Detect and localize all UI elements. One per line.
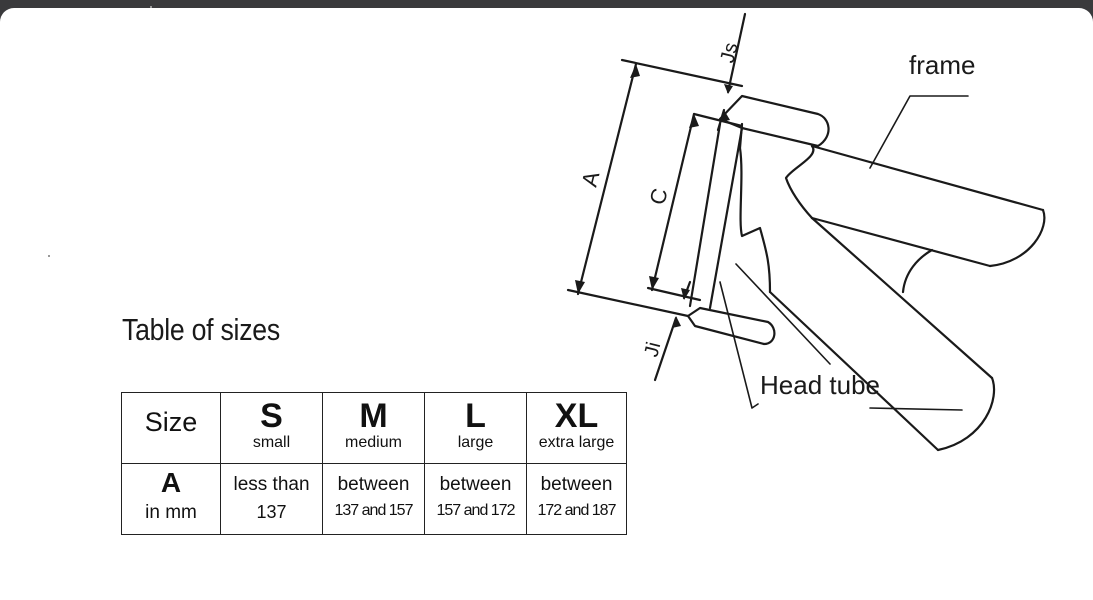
- size-column-l: L large: [424, 392, 527, 464]
- range-cell-l: between 157 and 172: [424, 463, 527, 535]
- head-tube-pointer: [735, 263, 831, 365]
- table-row: A in mm less than 137 between 137 and 15…: [121, 463, 627, 535]
- ji-arrow-line: [653, 316, 678, 382]
- head-tube-leader: [719, 281, 759, 409]
- down-tube-edge: [810, 216, 994, 380]
- range-line1: between: [439, 474, 512, 495]
- head-tube-leader: [869, 407, 963, 411]
- head-tube-top-cap: [718, 94, 830, 148]
- dimension-a-ext: [620, 58, 744, 88]
- size-name: large: [457, 434, 494, 451]
- down-tube-end: [936, 376, 996, 452]
- size-header-cell: Size: [121, 392, 221, 464]
- size-column-xl: XL extra large: [526, 392, 627, 464]
- range-line2: 137 and 157: [334, 502, 414, 519]
- js-arrow-line: [726, 12, 747, 94]
- size-code: M: [359, 397, 388, 435]
- range-line1: between: [540, 474, 613, 495]
- top-tube-edge: [810, 216, 992, 268]
- dimension-a-line: [576, 62, 638, 296]
- dimension-c-label: C: [645, 186, 673, 208]
- row-header-cell: A in mm: [121, 463, 221, 535]
- range-line1: less than: [233, 474, 310, 495]
- size-name: small: [252, 434, 291, 451]
- dimension-a-ext: [566, 288, 690, 318]
- head-tube-left-edge: [688, 122, 722, 308]
- arrowhead: [649, 276, 659, 290]
- arrowhead: [630, 64, 640, 78]
- arrowhead: [672, 316, 681, 328]
- range-line2: 172 and 187: [537, 502, 617, 519]
- size-column-s: S small: [220, 392, 323, 464]
- top-tube-end: [988, 208, 1046, 268]
- table-title: Table of sizes: [122, 312, 280, 347]
- head-tube-edge: [738, 122, 772, 294]
- ji-label: Ji: [641, 340, 666, 359]
- size-code: L: [465, 397, 486, 435]
- arrowhead: [689, 114, 699, 128]
- size-code: XL: [554, 397, 599, 435]
- dimension-c-ext: [692, 112, 744, 128]
- range-line2: 137: [256, 502, 287, 522]
- range-cell-xl: between 172 and 187: [526, 463, 627, 535]
- arrowhead: [575, 280, 585, 294]
- top-tube-edge: [810, 144, 1045, 212]
- range-line1: between: [337, 474, 410, 495]
- size-header-label: Size: [144, 407, 198, 437]
- arrowhead: [681, 288, 690, 300]
- frame-leader: [869, 95, 969, 169]
- arrowhead: [720, 110, 730, 122]
- frame-label: frame: [909, 50, 975, 80]
- row-unit: in mm: [145, 502, 197, 523]
- size-table: Size S small M medium L large XL extra l…: [121, 392, 627, 535]
- down-tube-edge: [768, 290, 940, 452]
- size-name: extra large: [538, 434, 615, 451]
- dimension-c-ext: [646, 286, 702, 302]
- dimension-c-line: [650, 112, 696, 292]
- size-column-m: M medium: [322, 392, 425, 464]
- speck: [48, 255, 50, 257]
- range-cell-s: less than 137: [220, 463, 323, 535]
- row-label: A: [160, 467, 182, 498]
- speck: [150, 6, 152, 8]
- dimension-a-label: A: [577, 169, 605, 190]
- table-header-row: Size S small M medium L large XL extra l…: [121, 392, 627, 464]
- range-cell-m: between 137 and 157: [322, 463, 425, 535]
- range-line2: 157 and 172: [436, 502, 516, 519]
- head-tube-label: Head tube: [760, 370, 880, 400]
- top-tube-joint: [784, 144, 815, 220]
- arrowheads: [575, 64, 733, 328]
- head-tube-bottom-cap: [686, 306, 776, 346]
- size-code: S: [260, 397, 283, 435]
- size-name: medium: [345, 434, 402, 451]
- arrowhead: [724, 84, 733, 94]
- tube-seam: [901, 248, 934, 294]
- head-tube-inner-edge: [708, 126, 744, 310]
